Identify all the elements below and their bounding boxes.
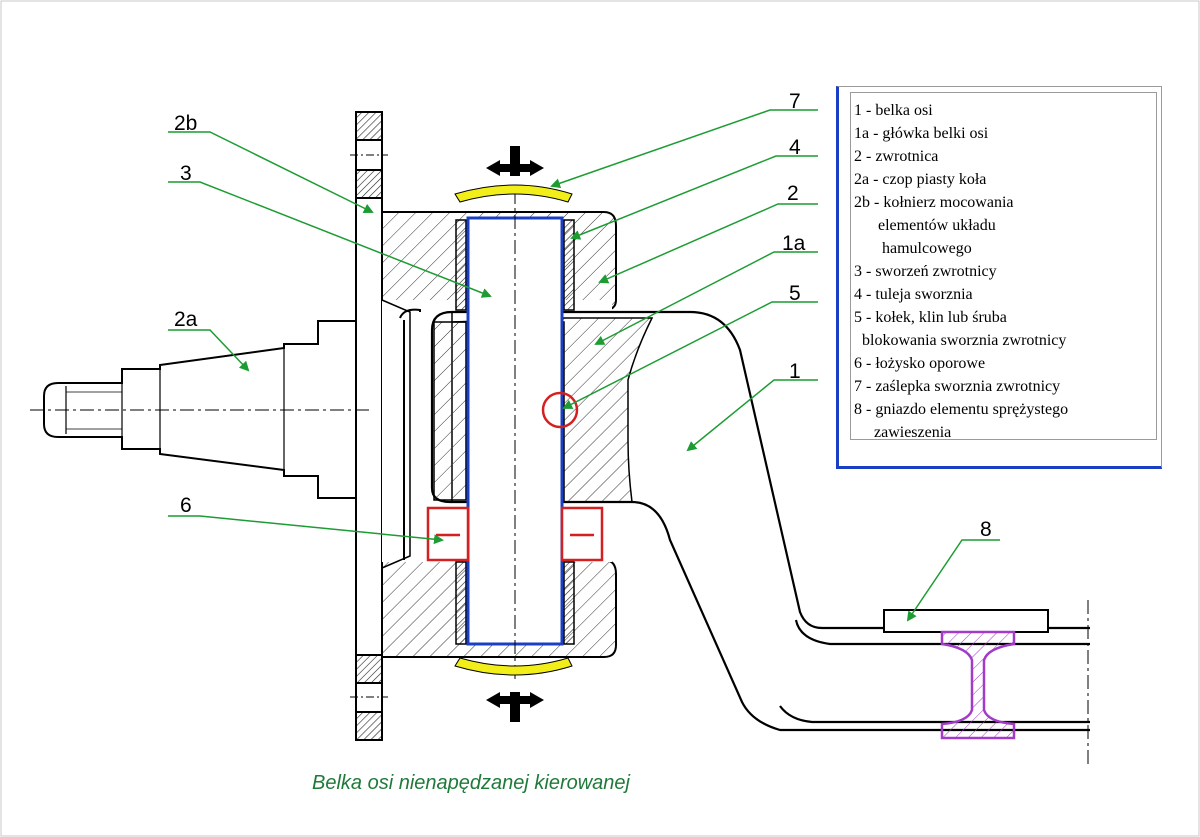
legend-item: 2b - kołnierz mocowania — [854, 194, 1014, 211]
callout-6: 6 — [180, 494, 192, 517]
kingpin — [466, 216, 564, 646]
pin-cap-bottom — [454, 657, 573, 676]
rotation-arrow-top-icon — [486, 146, 544, 176]
callout-2: 2 — [787, 182, 799, 205]
callout-3: 3 — [180, 162, 192, 185]
thrust-bearing — [426, 506, 604, 562]
legend-item: 4 - tuleja sworznia — [854, 286, 973, 303]
legend-item: 7 - zaślepka sworznia zwrotnicy — [854, 378, 1061, 395]
legend-item: 2a - czop piasty koła — [854, 171, 987, 188]
legend-item: 8 - gniazdo elementu sprężystego — [854, 401, 1069, 418]
drawing-caption: Belka osi nienapędzanej kierowanej — [312, 772, 630, 794]
legend-box: 1 - belka osi 1a - główka belki osi 2 - … — [836, 86, 1162, 469]
legend-item: 5 - kołek, klin lub śruba — [854, 309, 1007, 326]
legend-item: zawieszenia — [854, 424, 952, 441]
legend-list: 1 - belka osi 1a - główka belki osi 2 - … — [850, 92, 1157, 441]
callout-7: 7 — [789, 90, 801, 113]
callout-8: 8 — [980, 518, 992, 541]
legend-item: hamulcowego — [854, 240, 972, 257]
legend-item: elementów układu — [854, 217, 996, 234]
knuckle-inner-edge — [399, 308, 421, 560]
legend-item: 1a - główka belki osi — [854, 125, 989, 142]
beam-head-section — [451, 317, 654, 503]
callout-5: 5 — [789, 282, 801, 305]
spring-seat — [883, 600, 1089, 764]
callout-2a: 2a — [174, 308, 198, 331]
rotation-arrow-bottom-icon — [486, 692, 544, 722]
callout-1: 1 — [789, 360, 801, 383]
legend-item: 3 - sworzeń zwrotnicy — [854, 263, 997, 280]
legend-item: blokowania sworznia zwrotnicy — [854, 332, 1067, 349]
legend-item: 1 - belka osi — [854, 102, 933, 119]
beam-head-left-section — [433, 321, 467, 501]
callout-1a: 1a — [782, 232, 806, 255]
callout-4: 4 — [789, 136, 801, 159]
leader-lines — [168, 109, 1000, 622]
callout-2b: 2b — [174, 112, 197, 135]
pin-bushings — [455, 219, 575, 645]
legend-item: 6 - łożysko oporowe — [854, 355, 986, 372]
pin-cap-top — [454, 184, 573, 203]
legend-item: 2 - zwrotnica — [854, 148, 939, 165]
locking-pin-marker — [541, 391, 579, 429]
